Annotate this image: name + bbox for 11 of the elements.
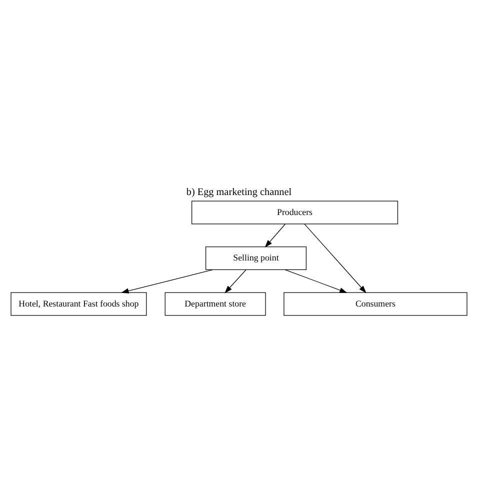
arrow bbox=[224, 270, 246, 294]
diagram-title: b) Egg marketing channel bbox=[186, 187, 292, 198]
node-box: Consumers bbox=[284, 292, 468, 316]
arrow bbox=[264, 224, 286, 248]
arrow bbox=[121, 269, 214, 294]
node-box: Hotel, Restaurant Fast foods shop bbox=[10, 292, 147, 316]
node-box: Selling point bbox=[205, 246, 307, 270]
arrow bbox=[304, 224, 366, 294]
node-box: Producers bbox=[192, 200, 398, 224]
arrow bbox=[284, 269, 348, 293]
node-box: Department store bbox=[164, 292, 266, 316]
